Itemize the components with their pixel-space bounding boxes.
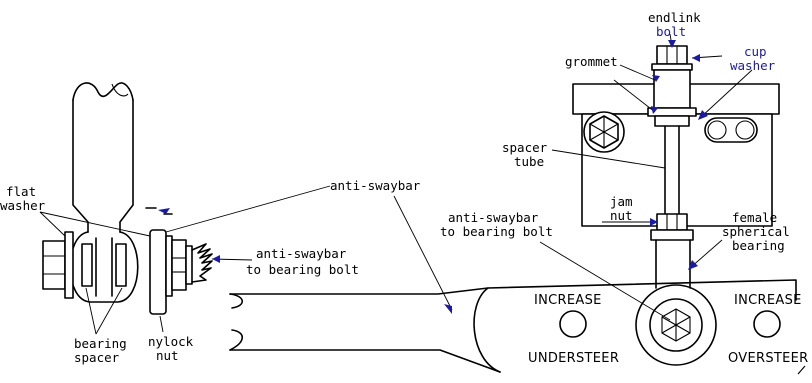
label-flat-washer-2: washer [0, 198, 46, 213]
endlink-bolt-washer [651, 63, 693, 71]
label-oversteer: OVERSTEER [728, 351, 809, 366]
bolt-thread [191, 243, 213, 283]
grommet [653, 69, 691, 109]
label-jam-nut-2: nut [610, 208, 633, 223]
flat-washer-right [165, 235, 173, 297]
leader-lines [39, 33, 753, 335]
arm-end-left [229, 293, 244, 351]
bearing-housing [69, 231, 139, 303]
label-female-bearing-2: spherical [722, 224, 790, 239]
label-spacer-tube-2: tube [514, 154, 544, 169]
label-center-bolt-1: anti-swaybar [448, 210, 539, 225]
label-increase-left: INCREASE [534, 293, 602, 308]
label-spacer-tube-1: spacer [502, 140, 548, 155]
label-center-bolt-2: to bearing bolt [440, 224, 553, 239]
jam-nut [656, 213, 688, 231]
swaybar-end [149, 229, 167, 315]
right-assembly [572, 45, 780, 289]
arm-outline [229, 279, 797, 373]
label-understeer: UNDERSTEER [528, 351, 619, 366]
labels: endlink bolt cup washer grommet spacer t… [0, 10, 809, 366]
left-assembly [42, 82, 213, 315]
link-arm-break [72, 82, 134, 101]
label-nylock-nut-1: nylock [148, 334, 194, 349]
swaybar-arm [229, 279, 806, 375]
spherical-bearing-body [655, 239, 691, 289]
label-anti-swaybar: anti-swaybar [330, 178, 421, 193]
bearing-spacer-left [81, 243, 93, 287]
label-jam-nut-1: jam [610, 194, 633, 209]
label-left-bolt-2: to bearing bolt [246, 262, 359, 277]
bearing-collar [650, 229, 694, 241]
label-nylock-nut-2: nut [156, 348, 179, 363]
label-female-bearing-3: bearing [732, 238, 785, 253]
label-cup-washer-2: washer [730, 58, 776, 73]
bolt-head [42, 240, 66, 290]
label-bearing-spacer-2: spacer [74, 350, 120, 365]
label-cup-washer-1: cup [744, 44, 767, 59]
label-increase-right: INCREASE [734, 293, 802, 308]
nylock-nut [171, 239, 187, 291]
hole-increase-oversteer [753, 310, 781, 338]
adjust-slot [704, 117, 758, 143]
hole-increase-understeer [559, 310, 587, 338]
label-female-bearing-1: female [732, 210, 777, 225]
label-left-bolt-1: anti-swaybar [256, 246, 347, 261]
label-flat-washer-1: flat [6, 184, 36, 199]
endlink-bolt-head [656, 45, 688, 65]
label-endlink-bolt-2: bolt [656, 24, 686, 39]
label-endlink-bolt-1: endlink [648, 10, 701, 25]
link-arm [72, 99, 134, 233]
label-bearing-spacer-1: bearing [74, 336, 127, 351]
arm-round-end [473, 287, 501, 373]
label-grommet: grommet [565, 54, 618, 69]
flat-washer-left [64, 231, 74, 299]
bearing-spacer-right [115, 243, 127, 287]
